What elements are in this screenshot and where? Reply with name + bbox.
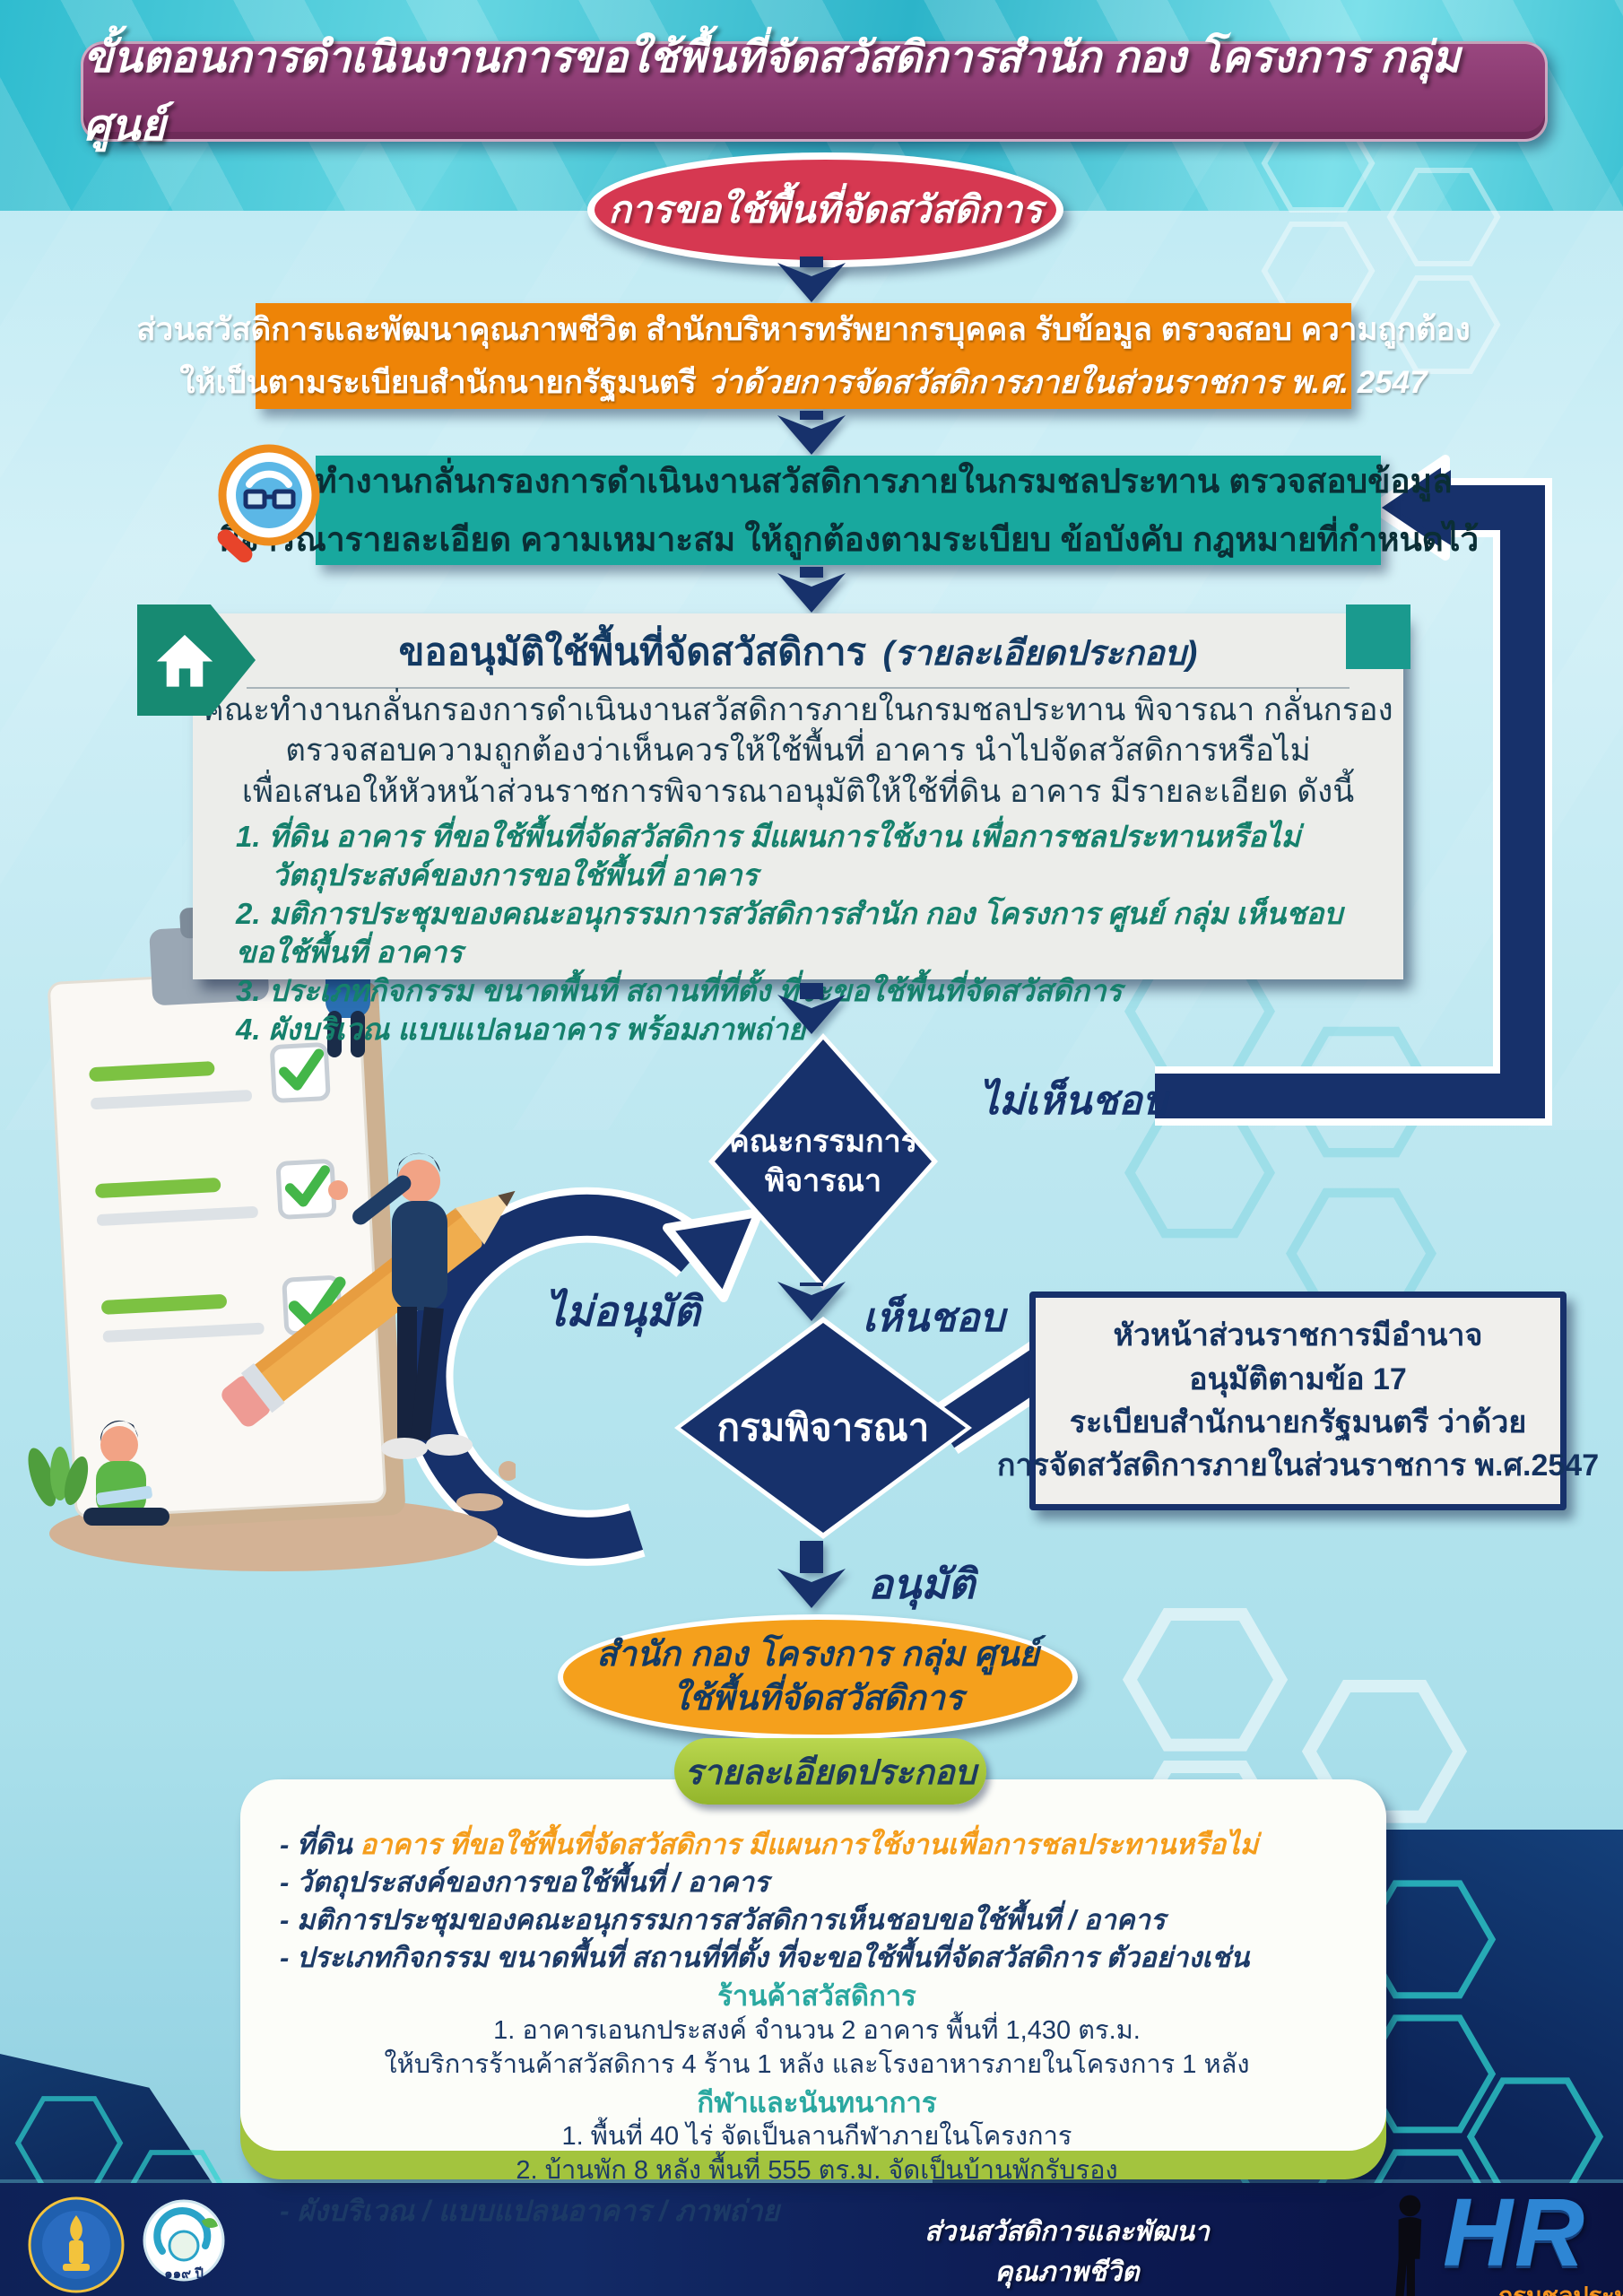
result-line1: สำนัก กอง โครงการ กลุ่ม ศูนย์ [596, 1636, 1039, 1674]
decision-committee-line1: คณะกรรมการ [728, 1124, 917, 1159]
shop-line-2: ให้บริการร้านค้าสวัสดิการ 4 ร้าน 1 หลัง … [384, 2049, 1250, 2079]
label-endorsed: เห็นชอบ [863, 1296, 1005, 1340]
plant [28, 1447, 89, 1507]
details-header-pill: รายละเอียดประกอบ [674, 1738, 986, 1805]
detail-bullet-2: - วัตถุประสงค์ของการขอใช้พื้นที่ / อาคาร [280, 1866, 769, 1898]
step-intake-line1: ส่วนสวัสดิการและพัฒนาคุณภาพชีวิต สำนักบร… [136, 312, 1471, 347]
step-screening-box: คณะทำงานกลั่นกรองการดำเนินงานสวัสดิการภา… [218, 456, 1479, 565]
step-intake-box: ส่วนสวัสดิการและพัฒนาคุณภาพชีวิต สำนักบร… [136, 303, 1471, 409]
arrow-down-2 [777, 411, 846, 455]
hr-letters: HR [1443, 2178, 1586, 2286]
corner-accent-square [1346, 604, 1410, 669]
step-screening-line1: คณะทำงานกลั่นกรองการดำเนินงานสวัสดิการภา… [244, 463, 1453, 500]
start-node: การขอใช้พื้นที่จัดสวัสดิการ [587, 152, 1063, 267]
anniversary-119-logo: ๑๑๙ ปี [143, 2199, 225, 2282]
detail-bullet-1: - ที่ดิน อาคาร ที่ขอใช้พื้นที่จัดสวัสดิก… [280, 1826, 1354, 1864]
label-not-endorsed: ไม่เห็นชอบ [979, 1079, 1167, 1123]
sport-line-1: 1. พื้นที่ 40 ไร่ จัดเป็นลานกีฬาภายในโคร… [561, 2122, 1072, 2152]
approval-box-title: ขออนุมัติใช้พื้นที่จัดสวัสดิการ [398, 631, 867, 673]
authority-line2: อนุมัติตามข้อ 17 [1189, 1361, 1407, 1396]
hr-sub-label: กรมชลประทาน [1498, 2283, 1623, 2296]
footer-band [0, 2183, 1623, 2296]
person-with-laptop [83, 1420, 169, 1526]
authority-line4: การจัดสวัสดิการภายในส่วนราชการ พ.ศ.2547 [996, 1448, 1600, 1483]
arrow-down-1 [777, 257, 846, 302]
page-title: ขั้นตอนการดำเนินงานการขอใช้พื้นที่จัดสวั… [83, 34, 1461, 150]
approval-box-title-note: (รายละเอียดประกอบ) [882, 635, 1198, 673]
shop-heading: ร้านค้าสวัสดิการ [717, 1980, 916, 2013]
decision-department: กรมพิจารณา [674, 1317, 972, 1539]
detail-bullet-3: - มติการประชุมของคณะอนุกรรมการสวัสดิการเ… [280, 1903, 1166, 1935]
start-node-label: การขอใช้พื้นที่จัดสวัสดิการ [608, 188, 1043, 230]
decision-committee-line2: พิจารณา [764, 1164, 882, 1198]
list-item: 3. ประเภทกิจกรรม ขนาดพื้นที่ สถานที่ที่ต… [236, 973, 1123, 1007]
approval-detail-box: ขออนุมัติใช้พื้นที่จัดสวัสดิการ (รายละเอ… [137, 604, 1410, 1046]
details-header: รายละเอียดประกอบ [684, 1753, 976, 1792]
result-node: สำนัก กอง โครงการ กลุ่ม ศูนย์ ใช้พื้นที่… [558, 1614, 1078, 1740]
anniversary-text: ๑๑๙ ปี [164, 2266, 204, 2282]
magnifier-face-icon [217, 444, 320, 563]
hr-logo: HR กรมชลประทาน [1385, 2178, 1623, 2296]
step-screening-line2: พิจารณารายละเอียด ความเหมาะสม ให้ถูกต้อง… [217, 521, 1480, 558]
decision-department-label: กรมพิจารณา [716, 1406, 930, 1448]
list-item: วัตถุประสงค์ของการขอใช้พื้นที่ อาคาร [272, 858, 759, 892]
person-silhouette-icon [1395, 2195, 1422, 2296]
page-title-bar: ขั้นตอนการดำเนินงานการขอใช้พื้นที่จัดสวั… [81, 34, 1548, 150]
arrow-down-6 [777, 1541, 846, 1608]
label-not-approved: ไม่อนุมัติ [545, 1288, 700, 1335]
footer-org-line1: ส่วนสวัสดิการและพัฒนาคุณภาพชีวิต [924, 2217, 1210, 2287]
sport-heading: กีฬาและนันทนาการ [697, 2086, 937, 2118]
detail-bullet-1-orange: อาคาร ที่ขอใช้พื้นที่จัดสวัสดิการ มีแผนก… [360, 1829, 1259, 1860]
detail-bullet-1-dark: - ที่ดิน [280, 1829, 352, 1860]
step-intake-line2-normal: ให้เป็นตามระเบียบสำนักนายกรัฐมนตรี [179, 365, 697, 400]
arrow-down-5 [777, 1282, 846, 1321]
approval-body-line: คณะทำงานกลั่นกรองการดำเนินงานสวัสดิการภา… [203, 692, 1393, 727]
list-item: 4. ผังบริเวณ แบบแปลนอาคาร พร้อมภาพถ่าย [236, 1012, 806, 1046]
arrow-down-3 [777, 567, 846, 613]
result-line2: ใช้พื้นที่จัดสวัสดิการ [672, 1680, 964, 1718]
shop-line-1: 1. อาคารเอนกประสงค์ จำนวน 2 อาคาร พื้นที… [493, 2016, 1141, 2046]
arrow-down-4 [777, 983, 846, 1034]
approval-box-header: ขออนุมัติใช้พื้นที่จัดสวัสดิการ (รายละเอ… [247, 622, 1350, 689]
label-approved: อนุมัติ [868, 1561, 976, 1607]
footer-org-text: ส่วนสวัสดิการและพัฒนาคุณภาพชีวิต สำนักบร… [879, 2212, 1255, 2296]
list-item: 2. มติการประชุมของคณะอนุกรรมการสวัสดิการ… [236, 896, 1343, 969]
approval-criteria-list: 1. ที่ดิน อาคาร ที่ขอใช้พื้นที่จัดสวัสดิ… [236, 818, 1376, 1048]
approval-body-line: ตรวจสอบความถูกต้องว่าเห็นควรให้ใช้พื้นที… [285, 733, 1311, 769]
authority-line1: หัวหน้าส่วนราชการมีอำนาจ [1113, 1318, 1483, 1353]
detail-bullet-4: - ประเภทกิจกรรม ขนาดพื้นที่ สถานที่ที่ตั… [280, 1941, 1250, 1973]
list-item: 1. ที่ดิน อาคาร ที่ขอใช้พื้นที่จัดสวัสดิ… [236, 820, 1301, 854]
sport-line-2: 2. บ้านพัก 8 หลัง พื้นที่ 555 ตร.ม. จัดเ… [516, 2155, 1118, 2185]
rid-seal-logo [28, 2196, 125, 2293]
detail-bullet-5: - ผังบริเวณ / แบบแปลนอาคาร / ภาพถ่าย [280, 2194, 780, 2227]
step-intake-line2: ให้เป็นตามระเบียบสำนักนายกรัฐมนตรี ว่าด้ว… [179, 358, 1427, 407]
approval-body-line: เพื่อเสนอให้หัวหน้าส่วนราชการพิจารณาอนุม… [241, 773, 1355, 809]
authority-line3: ระเบียบสำนักนายกรัฐมนตรี ว่าด้วย [1069, 1405, 1527, 1439]
footer-org-line2: สำนักบริหารทรัพยากรบุคคล [879, 2292, 1255, 2296]
authority-info-box: หัวหน้าส่วนราชการมีอำนาจ อนุมัติตามข้อ 1… [997, 1292, 1599, 1510]
step-intake-line2-italic: ว่าด้วยการจัดสวัสดิการภายในส่วนราชการ พ.… [707, 365, 1428, 400]
details-panel: - ที่ดิน อาคาร ที่ขอใช้พื้นที่จัดสวัสดิก… [240, 1779, 1386, 2227]
